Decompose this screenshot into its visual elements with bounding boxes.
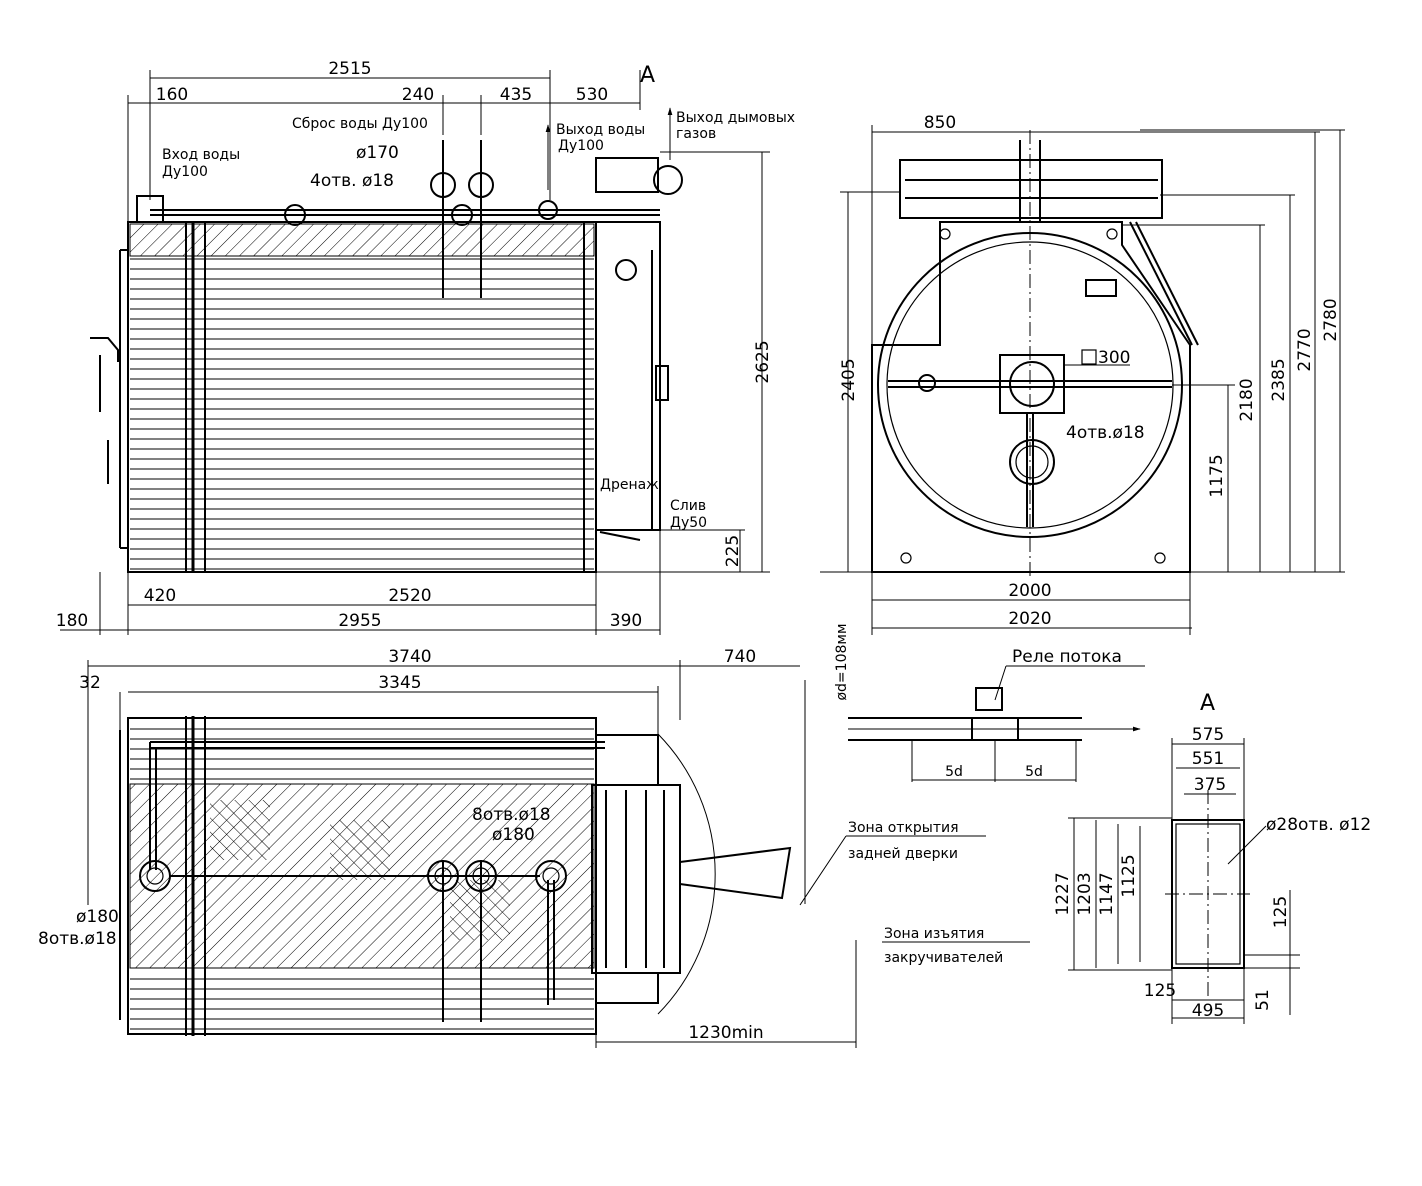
label-discharge: Слив: [670, 498, 706, 514]
dim-sq300: 300: [1098, 348, 1130, 368]
label-water-in-size: Ду100: [162, 164, 208, 180]
section-a: A 575 551 375 ø28отв. ø12 1227 1203 1147…: [1053, 691, 1371, 1024]
dim-2020: 2020: [1008, 609, 1051, 629]
dim-2625: 2625: [753, 340, 773, 383]
side-view-dimensions: 2515 160 240 435 530 420 2520 180 2955 3…: [56, 59, 795, 635]
dim-2780: 2780: [1321, 298, 1341, 341]
dim-225: 225: [723, 535, 743, 567]
dim-2770: 2770: [1295, 328, 1315, 371]
label-door-zone-2: задней дверки: [848, 846, 958, 862]
dim-1203: 1203: [1075, 872, 1095, 915]
front-view-dimensions: 850 2405 2180 2385 2770 2780 1175 2000 2…: [820, 113, 1345, 635]
label-d170: ø170: [356, 143, 399, 163]
side-view: [90, 140, 683, 573]
dim-530: 530: [576, 85, 608, 105]
plan-view-dimensions: 3740 740 32 3345 ø180 8отв.ø18 8отв.ø18 …: [38, 647, 1030, 1048]
dim-1175: 1175: [1207, 454, 1227, 497]
dim-180: 180: [56, 611, 88, 631]
flow-relay: Реле потока ød=108мм 5d 5d: [834, 623, 1145, 782]
label-d180-left: ø180: [76, 907, 119, 927]
dim-1227: 1227: [1053, 872, 1073, 915]
label-d180-right: ø180: [492, 825, 535, 845]
relay-5d-left: 5d: [945, 764, 963, 780]
dim-420: 420: [144, 586, 176, 606]
dim-1147: 1147: [1097, 872, 1117, 915]
dim-2385: 2385: [1269, 358, 1289, 401]
dim-3740: 3740: [388, 647, 431, 667]
label-drain: Дренаж: [600, 477, 659, 493]
dim-2405: 2405: [839, 358, 859, 401]
label-flue: Выход дымовых: [676, 110, 795, 126]
label-water-in: Вход воды: [162, 147, 240, 163]
label-discharge-size: Ду50: [670, 515, 707, 531]
dim-740: 740: [724, 647, 756, 667]
dim-2180: 2180: [1237, 378, 1257, 421]
dim-2515: 2515: [328, 59, 371, 79]
label-water-drop: Сброс воды Ду100: [292, 116, 428, 132]
dim-125-horizontal: 125: [1144, 981, 1176, 1001]
dim-125-vertical: 125: [1271, 896, 1291, 928]
label-holes8-left: 8отв.ø18: [38, 929, 117, 949]
label-holes18: 4отв. ø18: [310, 171, 394, 191]
dim-32: 32: [79, 673, 101, 693]
dim-2955: 2955: [338, 611, 381, 631]
dim-850: 850: [924, 113, 956, 133]
dim-551: 551: [1192, 749, 1224, 769]
dim-1230min: 1230min: [688, 1023, 763, 1043]
dim-495: 495: [1192, 1001, 1224, 1021]
dim-575: 575: [1192, 725, 1224, 745]
section-a-title: A: [1200, 691, 1215, 716]
dim-160: 160: [156, 85, 188, 105]
label-section-holes: ø28отв. ø12: [1266, 815, 1371, 835]
section-marker-a: A: [640, 63, 655, 88]
label-tube-zone-2: закручивателей: [884, 950, 1003, 966]
label-tube-zone: Зона изъятия: [884, 926, 984, 942]
dim-2000: 2000: [1008, 581, 1051, 601]
label-water-out-size: Ду100: [558, 138, 604, 154]
relay-diameter: ød=108мм: [834, 623, 850, 700]
dim-1125: 1125: [1119, 854, 1139, 897]
label-water-out: Выход воды: [556, 122, 645, 138]
label-holes8-right: 8отв.ø18: [472, 805, 551, 825]
dim-2520: 2520: [388, 586, 431, 606]
label-door-zone: Зона открытия: [848, 820, 959, 836]
label-holes-front: 4отв.ø18: [1066, 423, 1145, 443]
front-view: [871, 130, 1199, 580]
dim-240: 240: [402, 85, 434, 105]
relay-5d-right: 5d: [1025, 764, 1043, 780]
plan-view: [119, 680, 806, 1036]
dim-3345: 3345: [378, 673, 421, 693]
dim-435: 435: [500, 85, 532, 105]
dim-390: 390: [610, 611, 642, 631]
label-flue-2: газов: [676, 126, 716, 142]
relay-title: Реле потока: [1012, 647, 1122, 667]
dim-51: 51: [1253, 989, 1273, 1011]
dim-375: 375: [1194, 775, 1226, 795]
